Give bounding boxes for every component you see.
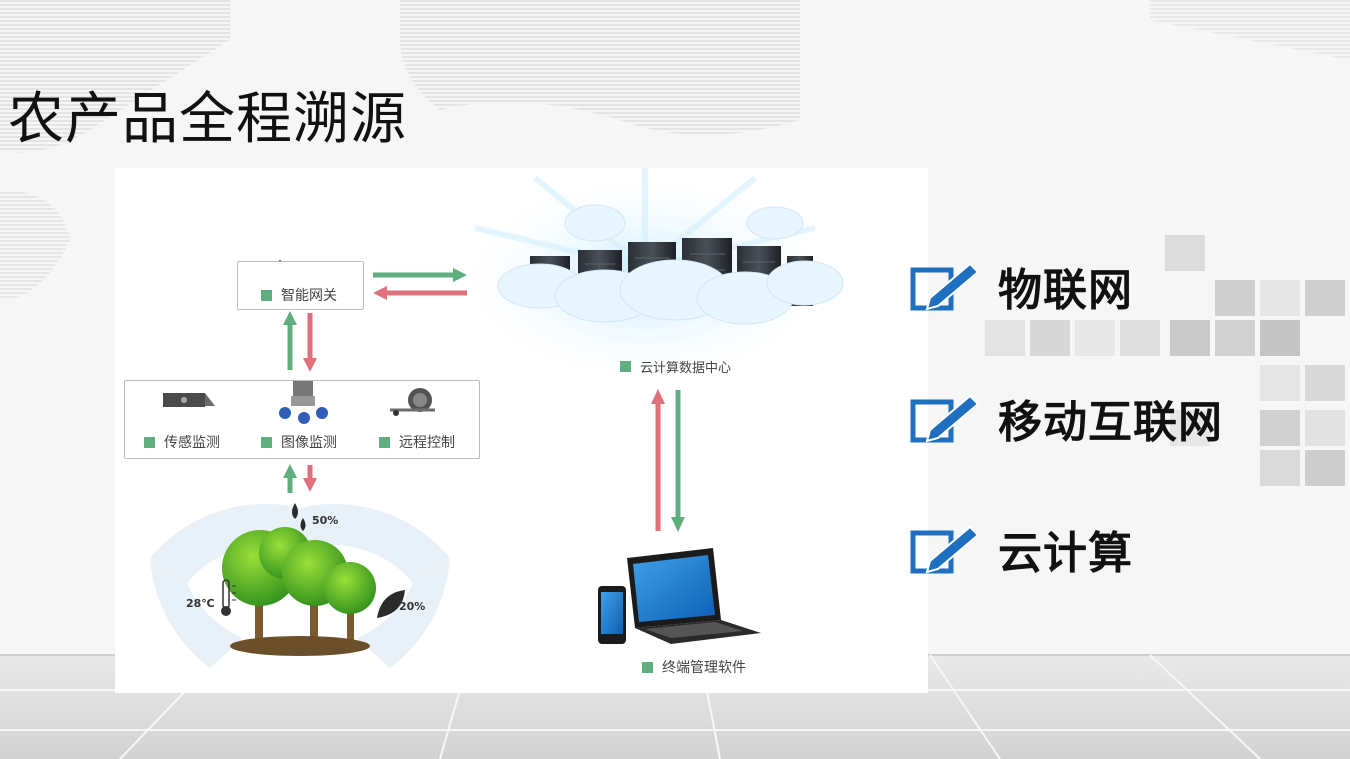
- feature-item-cloud-computing: 云计算: [910, 517, 1133, 581]
- label-marker: [261, 289, 272, 301]
- leaf-icon: [377, 590, 405, 618]
- label-marker: [620, 361, 631, 372]
- gateway-box: [237, 261, 364, 310]
- remote-irrigation-icon: [390, 388, 435, 416]
- sensor-label: 传感监测: [144, 432, 220, 452]
- remote-text: 远程控制: [399, 435, 455, 451]
- label-marker: [642, 661, 653, 673]
- water-reading: 50%: [312, 514, 339, 527]
- gateway-monitor-arrows: [283, 311, 317, 372]
- label-marker: [379, 436, 390, 448]
- cloud-terminal-arrows: [651, 389, 685, 532]
- edit-pencil-icon: [910, 262, 980, 311]
- terminal-label: 终端管理软件: [642, 657, 746, 677]
- edit-pencil-icon: [910, 525, 980, 574]
- cloud-text: 云计算数据中心: [640, 361, 732, 376]
- feature-label: 移动互联网: [998, 397, 1223, 448]
- feature-item-mobile-internet: 移动互联网: [910, 386, 1223, 450]
- gateway-text: 智能网关: [281, 288, 337, 304]
- temperature-reading: 28℃: [186, 597, 215, 610]
- gateway-cloud-arrows: [373, 268, 467, 300]
- gateway-label: 智能网关: [261, 285, 337, 305]
- thermometer-icon: [221, 579, 236, 616]
- mobile-phone-icon: [598, 586, 626, 644]
- label-marker: [144, 436, 155, 448]
- slide-title: 农产品全程溯源: [8, 87, 407, 152]
- sensor-text: 传感监测: [164, 435, 220, 451]
- feature-label: 物联网: [998, 265, 1133, 316]
- image-label: 图像监测: [261, 432, 337, 452]
- trees-icon: [222, 527, 376, 656]
- edit-pencil-icon: [910, 394, 980, 443]
- monitor-field-arrows: [283, 464, 317, 493]
- monitoring-box: [124, 380, 480, 459]
- remote-label: 远程控制: [379, 432, 455, 452]
- terminal-text: 终端管理软件: [662, 660, 746, 676]
- diagram-graphics: [150, 168, 844, 668]
- feature-item-iot: 物联网: [910, 254, 1133, 318]
- image-text: 图像监测: [281, 435, 337, 451]
- cloud-label: 云计算数据中心: [620, 357, 731, 376]
- leaf-reading: 20%: [399, 600, 426, 613]
- camera-robot-icon: [279, 380, 328, 424]
- label-marker: [261, 436, 272, 448]
- cloud-icon: [497, 204, 844, 325]
- traceability-diagram: 智能网关 云计算数据中心 传感监测 图像监测 远程控制 50% 28℃ 20% …: [115, 168, 928, 693]
- sensor-device-icon: [163, 393, 215, 407]
- water-drop-icon: [292, 503, 306, 531]
- field-environment-graphic: [150, 503, 450, 668]
- feature-label: 云计算: [998, 528, 1133, 579]
- laptop-icon: [627, 548, 761, 644]
